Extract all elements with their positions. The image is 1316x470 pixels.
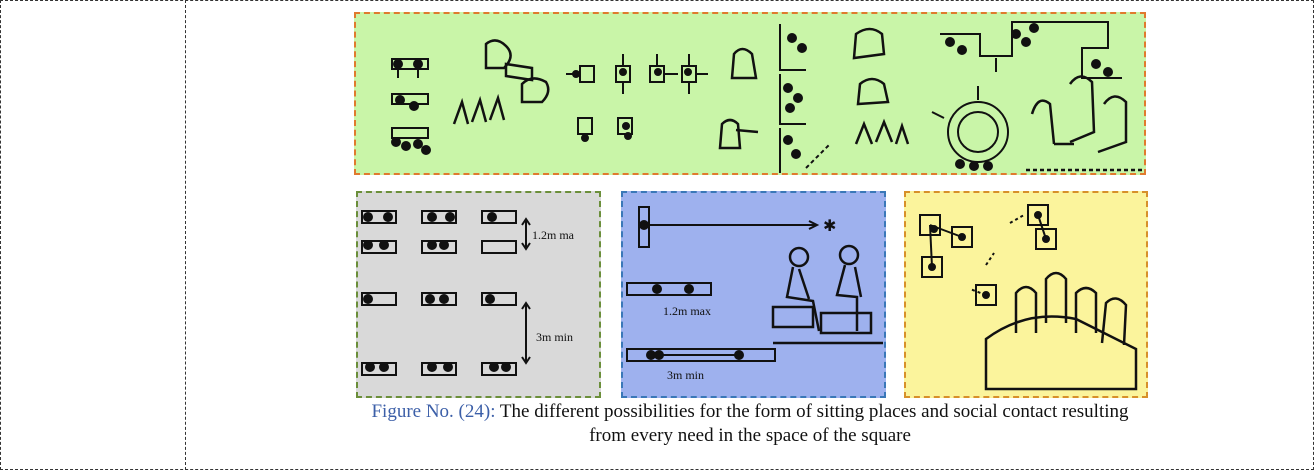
conversation-min-label: 3m min — [667, 368, 704, 382]
conversation-distance-sketch: ✱ 1.2m max 3m min — [626, 206, 883, 382]
spacing-max-label: 1.2m ma — [532, 228, 575, 242]
circular-seat — [931, 86, 1009, 171]
bench-group-1 — [391, 58, 431, 155]
figure-caption-line-2: from every need in the space of the squa… — [589, 425, 911, 446]
bench-row-4 — [361, 362, 517, 376]
movement-sketch — [919, 204, 1138, 391]
figure-caption-line-1: Figure No. (24): The different possibili… — [186, 400, 1314, 424]
bench-row-2 — [361, 240, 517, 254]
movement-between-seats-panel — [904, 191, 1148, 398]
two-people-sitting — [771, 244, 883, 345]
figure-cluster-3 — [852, 27, 910, 145]
figure-label: Figure No. (24): — [371, 401, 496, 422]
spacing-arrow-max — [521, 217, 531, 251]
figure-cluster-1 — [452, 39, 550, 125]
svg-text:✱: ✱ — [823, 216, 836, 235]
linked-seats — [566, 54, 708, 142]
bench-network — [940, 21, 1122, 79]
group-on-plinth — [984, 271, 1138, 391]
bench-spacing-sketch: 1.2m ma 3m min — [361, 210, 575, 376]
bench-row-1 — [361, 210, 517, 224]
sitting-arrangements-sketch — [391, 21, 1144, 173]
spacing-min-label: 3m min — [536, 330, 573, 344]
figure-cluster-4 — [1026, 75, 1144, 172]
bench-spacing-panel: 1.2m ma 3m min — [356, 191, 601, 398]
spacing-arrow-min — [521, 301, 531, 365]
sitting-arrangements-panel — [354, 12, 1146, 175]
corner-seats — [779, 24, 831, 173]
figure-caption-text-1: The different possibilities for the form… — [499, 401, 1129, 422]
figure-cluster-2 — [718, 47, 759, 150]
bench-row-3 — [361, 292, 517, 306]
table-column-divider — [185, 0, 186, 470]
conversation-distance-panel: ✱ 1.2m max 3m min — [621, 191, 886, 398]
conversation-max-label: 1.2m max — [663, 304, 711, 318]
